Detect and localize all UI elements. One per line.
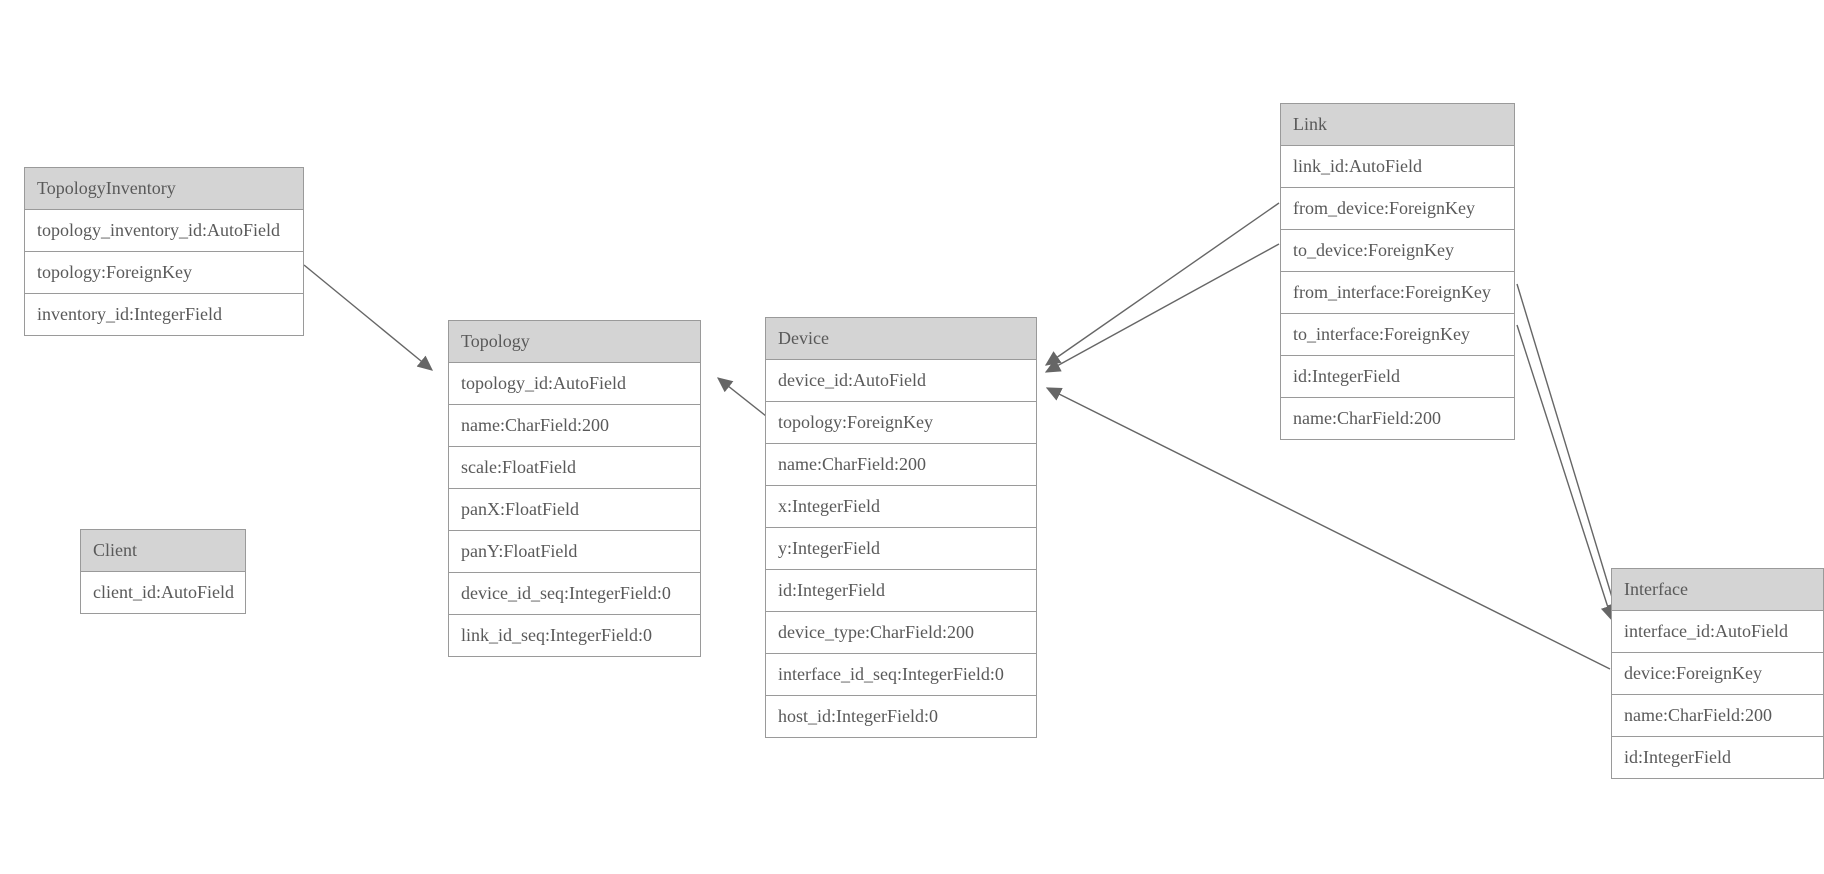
entity-device[interactable]: Device device_id:AutoField topology:Fore… — [765, 317, 1037, 738]
entity-title-client: Client — [81, 530, 245, 572]
field-interface-id-int: id:IntegerField — [1612, 737, 1823, 778]
entity-title-topology: Topology — [449, 321, 700, 363]
edge-link-from-device — [1044, 202, 1280, 366]
field-topology-scale: scale:FloatField — [449, 447, 700, 489]
entity-interface[interactable]: Interface interface_id:AutoField device:… — [1611, 568, 1824, 779]
field-topology-link-id-seq: link_id_seq:IntegerField:0 — [449, 615, 700, 656]
field-topology-inventory-id: topology_inventory_id:AutoField — [25, 210, 303, 252]
field-device-x: x:IntegerField — [766, 486, 1036, 528]
field-client-id: client_id:AutoField — [81, 572, 245, 613]
entity-client[interactable]: Client client_id:AutoField — [80, 529, 246, 614]
entity-title-link: Link — [1281, 104, 1514, 146]
field-interface-name: name:CharField:200 — [1612, 695, 1823, 737]
field-device-topology-fk: topology:ForeignKey — [766, 402, 1036, 444]
entity-title-interface: Interface — [1612, 569, 1823, 611]
edge-link-from-interface — [1516, 283, 1621, 619]
field-link-id-int: id:IntegerField — [1281, 356, 1514, 398]
field-device-type: device_type:CharField:200 — [766, 612, 1036, 654]
field-topology-pany: panY:FloatField — [449, 531, 700, 573]
field-device-id: device_id:AutoField — [766, 360, 1036, 402]
field-device-host-id: host_id:IntegerField:0 — [766, 696, 1036, 737]
field-link-from-interface: from_interface:ForeignKey — [1281, 272, 1514, 314]
entity-title-topologyinventory: TopologyInventory — [25, 168, 303, 210]
edge-device-topology — [716, 377, 767, 417]
field-interface-id: interface_id:AutoField — [1612, 611, 1823, 653]
entity-link[interactable]: Link link_id:AutoField from_device:Forei… — [1280, 103, 1515, 440]
field-link-id: link_id:AutoField — [1281, 146, 1514, 188]
entity-title-device: Device — [766, 318, 1036, 360]
field-topology-id: topology_id:AutoField — [449, 363, 700, 405]
field-link-from-device: from_device:ForeignKey — [1281, 188, 1514, 230]
field-device-id-int: id:IntegerField — [766, 570, 1036, 612]
entity-topology[interactable]: Topology topology_id:AutoField name:Char… — [448, 320, 701, 657]
entity-topologyinventory[interactable]: TopologyInventory topology_inventory_id:… — [24, 167, 304, 336]
field-link-to-device: to_device:ForeignKey — [1281, 230, 1514, 272]
field-topology-device-id-seq: device_id_seq:IntegerField:0 — [449, 573, 700, 615]
field-interface-device-fk: device:ForeignKey — [1612, 653, 1823, 695]
field-topology-panx: panX:FloatField — [449, 489, 700, 531]
field-topology-fk: topology:ForeignKey — [25, 252, 303, 294]
field-device-interface-id-seq: interface_id_seq:IntegerField:0 — [766, 654, 1036, 696]
field-link-name: name:CharField:200 — [1281, 398, 1514, 439]
field-topology-name: name:CharField:200 — [449, 405, 700, 447]
edge-link-to-device — [1044, 243, 1280, 373]
field-device-y: y:IntegerField — [766, 528, 1036, 570]
field-link-to-interface: to_interface:ForeignKey — [1281, 314, 1514, 356]
edge-link-to-interface — [1516, 324, 1615, 622]
field-device-name: name:CharField:200 — [766, 444, 1036, 486]
edge-topologyinventory-topology — [303, 264, 433, 371]
field-inventory-id: inventory_id:IntegerField — [25, 294, 303, 335]
